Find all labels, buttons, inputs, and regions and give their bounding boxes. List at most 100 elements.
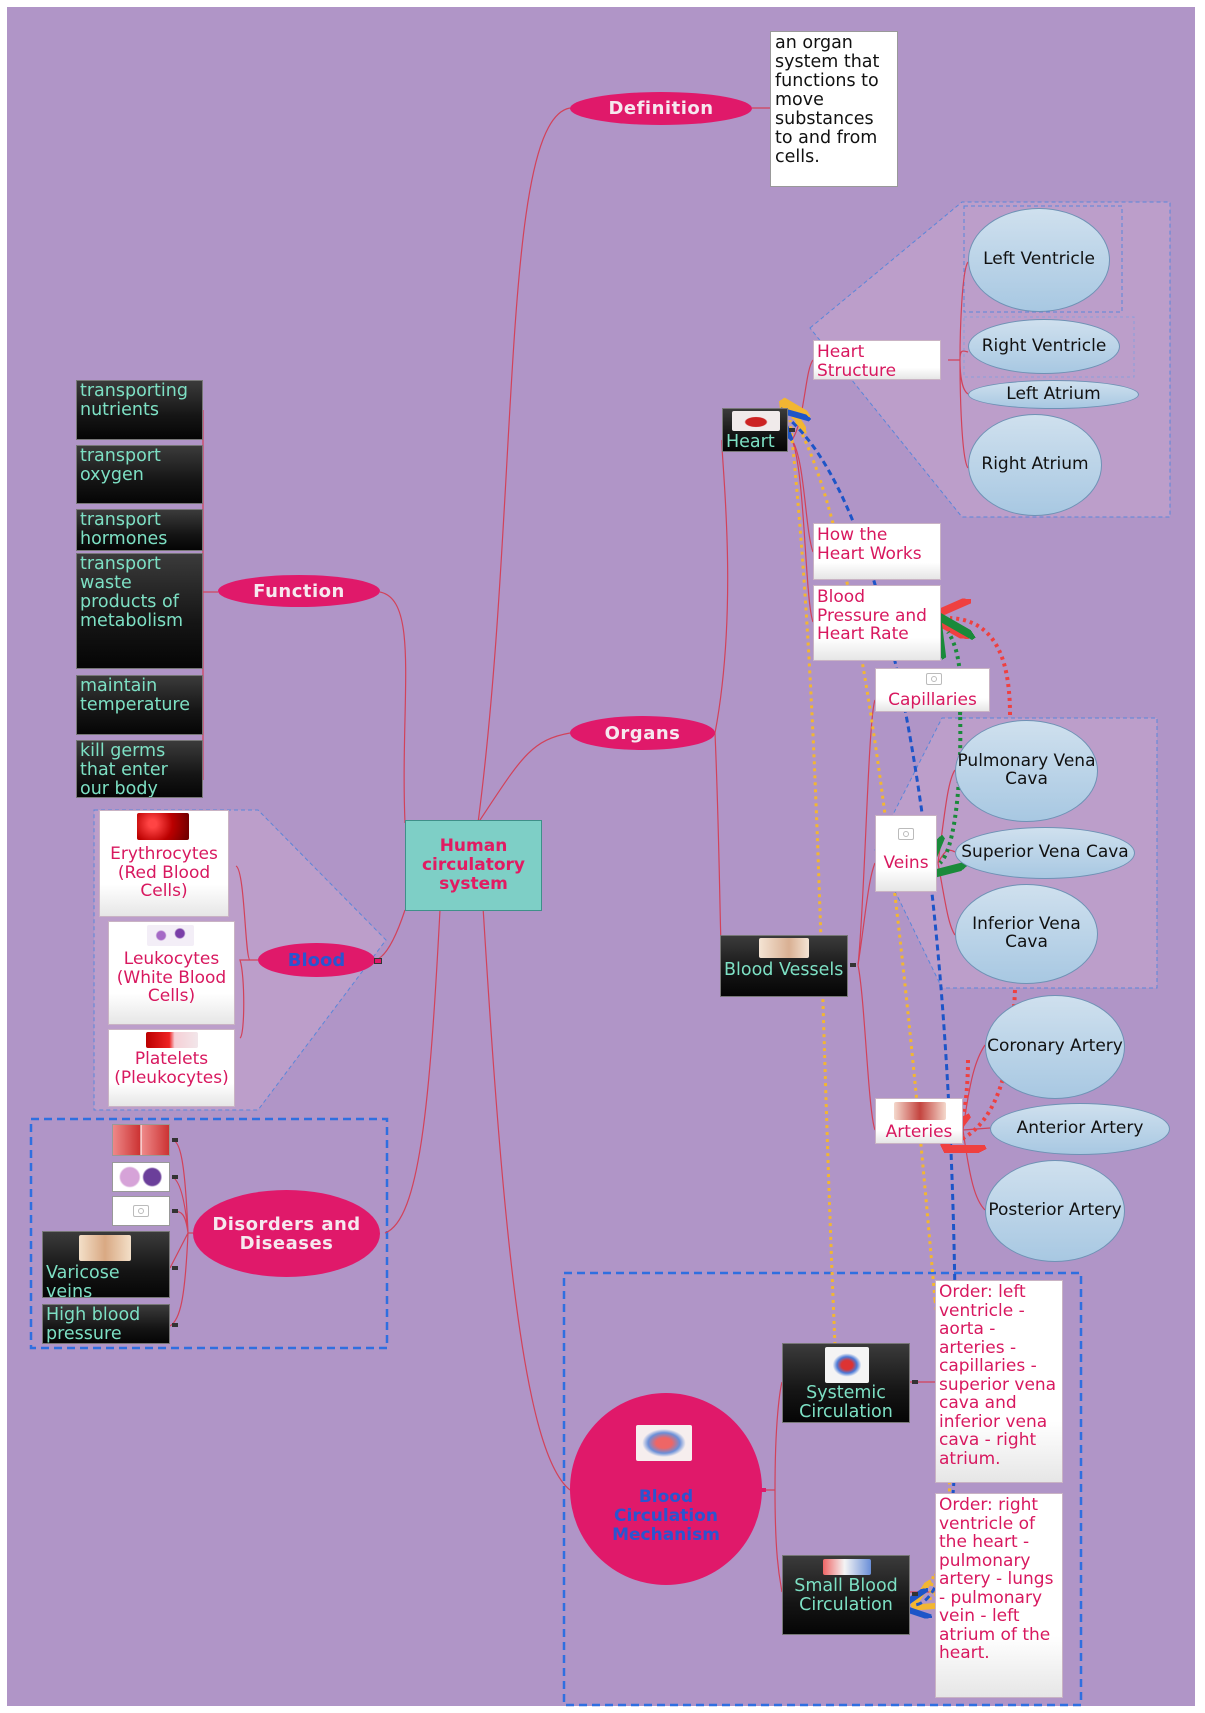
organs-topic[interactable]: Organs xyxy=(570,716,715,750)
disorders-topic[interactable]: Disorders and Diseases xyxy=(193,1190,380,1277)
artery-coronary[interactable]: Coronary Artery xyxy=(985,995,1125,1099)
artery-label: Posterior Artery xyxy=(988,1200,1122,1221)
function-label: Function xyxy=(253,580,345,602)
varicose-veins-image xyxy=(79,1235,131,1261)
heart-part-right-atrium[interactable]: Right Atrium xyxy=(968,414,1102,516)
blood-label: Blood xyxy=(287,949,346,971)
function-item-label: kill germs that enter our body xyxy=(80,741,168,798)
blood-vessels-node[interactable]: Blood Vessels xyxy=(720,935,848,997)
heart-part-label: Right Ventricle xyxy=(981,335,1107,356)
red-blood-cells-image xyxy=(137,813,189,840)
systemic-order-text: Order: left ventricle - aorta - arteries… xyxy=(939,1282,1057,1469)
function-item-hormones[interactable]: transport hormones xyxy=(76,509,203,551)
circulation-boundary xyxy=(562,1271,1083,1707)
artery-anterior[interactable]: Anterior Artery xyxy=(990,1103,1170,1155)
collapse-marker[interactable] xyxy=(912,1592,918,1596)
vein-label: Pulmonary Vena Cava xyxy=(957,751,1096,789)
blood-item-leukocytes[interactable]: Leukocytes (White Blood Cells) xyxy=(108,921,235,1025)
disorder-item-label: High blood pressure xyxy=(46,1305,141,1344)
blood-pressure-node[interactable]: Blood Pressure and Heart Rate xyxy=(813,585,941,661)
veins-label: Veins xyxy=(883,853,929,873)
blood-item-label: Erythrocytes (Red Blood Cells) xyxy=(110,844,218,901)
systemic-order-note: Order: left ventricle - aorta - arteries… xyxy=(935,1280,1063,1483)
heart-part-left-atrium[interactable]: Left Atrium xyxy=(968,380,1139,409)
disorders-label: Disorders and Diseases xyxy=(212,1213,361,1254)
collapse-marker[interactable] xyxy=(789,428,795,432)
central-topic[interactable]: Human circulatory system xyxy=(405,820,542,911)
heart-part-label: Left Ventricle xyxy=(983,249,1095,270)
blood-item-erythrocytes[interactable]: Erythrocytes (Red Blood Cells) xyxy=(99,810,229,917)
blood-pressure-label: Blood Pressure and Heart Rate xyxy=(817,587,927,644)
function-item-label: transport hormones xyxy=(80,510,168,549)
collapse-marker[interactable] xyxy=(172,1175,178,1179)
collapse-marker[interactable] xyxy=(172,1266,178,1270)
systemic-circulation-label: Systemic Circulation xyxy=(799,1383,893,1422)
small-circulation-node[interactable]: Small Blood Circulation xyxy=(782,1555,910,1635)
function-item-oxygen[interactable]: transport oxygen xyxy=(76,445,203,504)
vein-superior-vena-cava[interactable]: Superior Vena Cava xyxy=(955,827,1135,879)
platelets-image xyxy=(146,1032,198,1048)
definition-topic[interactable]: Definition xyxy=(570,92,752,125)
heart-label: Heart xyxy=(726,432,775,452)
disorder-image-2[interactable] xyxy=(112,1162,170,1192)
capillaries-node[interactable]: Capillaries xyxy=(875,668,990,712)
circulation-label: Blood Circulation Mechanism xyxy=(612,1487,720,1545)
how-heart-works-label: How the Heart Works xyxy=(817,525,922,564)
collapse-marker[interactable] xyxy=(172,1138,178,1142)
camera-icon xyxy=(898,828,914,840)
function-item-nutrients[interactable]: transporting nutrients xyxy=(76,380,203,440)
camera-icon xyxy=(926,673,942,685)
artery-posterior[interactable]: Posterior Artery xyxy=(985,1160,1125,1262)
circulation-image xyxy=(636,1425,692,1461)
function-item-label: maintain temperature xyxy=(80,676,190,715)
camera-icon xyxy=(133,1205,149,1217)
collapse-marker[interactable] xyxy=(850,963,856,967)
blood-collapse-marker[interactable] xyxy=(374,958,382,964)
heart-image xyxy=(732,411,780,431)
organs-label: Organs xyxy=(604,722,681,744)
vein-label: Inferior Vena Cava xyxy=(972,914,1081,952)
white-blood-cells-image xyxy=(147,925,194,946)
function-item-temperature[interactable]: maintain temperature xyxy=(76,675,203,735)
disorder-varicose-veins[interactable]: Varicose veins xyxy=(42,1231,170,1298)
heart-part-left-ventricle[interactable]: Left Ventricle xyxy=(968,208,1110,312)
function-item-germs[interactable]: kill germs that enter our body xyxy=(76,740,203,798)
function-item-label: transport waste products of metabolism xyxy=(80,554,184,631)
blood-item-platelets[interactable]: Platelets (Pleukocytes) xyxy=(108,1029,235,1107)
vein-inferior-vena-cava[interactable]: Inferior Vena Cava xyxy=(955,884,1098,984)
vein-label: Superior Vena Cava xyxy=(961,842,1129,863)
heart-part-label: Left Atrium xyxy=(1006,383,1101,404)
arteries-node[interactable]: Arteries xyxy=(875,1098,963,1144)
systemic-circulation-image xyxy=(825,1347,869,1383)
heart-structure-node[interactable]: Heart Structure xyxy=(813,340,941,380)
disorder-high-blood-pressure[interactable]: High blood pressure xyxy=(42,1304,170,1344)
definition-label: Definition xyxy=(608,98,714,119)
blood-vessels-label: Blood Vessels xyxy=(724,960,844,980)
heart-part-right-ventricle[interactable]: Right Ventricle xyxy=(968,319,1120,374)
collapse-marker[interactable] xyxy=(912,1380,918,1384)
small-order-text: Order: right ventricle of the heart - pu… xyxy=(939,1495,1054,1663)
blood-item-label: Platelets (Pleukocytes) xyxy=(114,1049,229,1088)
blood-vessels-image xyxy=(759,938,809,958)
function-item-label: transport oxygen xyxy=(80,446,161,485)
disorder-image-1[interactable] xyxy=(112,1124,170,1156)
collapse-marker[interactable] xyxy=(172,1209,178,1213)
heart-node[interactable]: Heart xyxy=(722,408,788,452)
function-topic[interactable]: Function xyxy=(218,575,380,607)
disorder-item-label: Varicose veins xyxy=(46,1263,120,1298)
vein-pulmonary-vena-cava[interactable]: Pulmonary Vena Cava xyxy=(955,720,1098,822)
collapse-marker[interactable] xyxy=(172,1323,178,1327)
veins-node[interactable]: Veins xyxy=(875,815,937,892)
arteries-label: Arteries xyxy=(885,1122,953,1142)
collapse-marker[interactable] xyxy=(760,1488,766,1492)
systemic-circulation-node[interactable]: Systemic Circulation xyxy=(782,1343,910,1423)
definition-text-value: an organ system that functions to move s… xyxy=(775,33,880,167)
heart-structure-label: Heart Structure xyxy=(817,342,897,380)
disorder-image-3[interactable] xyxy=(112,1196,170,1226)
artery-label: Coronary Artery xyxy=(987,1036,1123,1057)
function-item-waste[interactable]: transport waste products of metabolism xyxy=(76,553,203,669)
circulation-topic[interactable]: Blood Circulation Mechanism xyxy=(570,1393,762,1585)
central-topic-label: Human circulatory system xyxy=(421,836,526,894)
blood-topic[interactable]: Blood xyxy=(258,943,375,977)
how-heart-works-node[interactable]: How the Heart Works xyxy=(813,523,941,580)
